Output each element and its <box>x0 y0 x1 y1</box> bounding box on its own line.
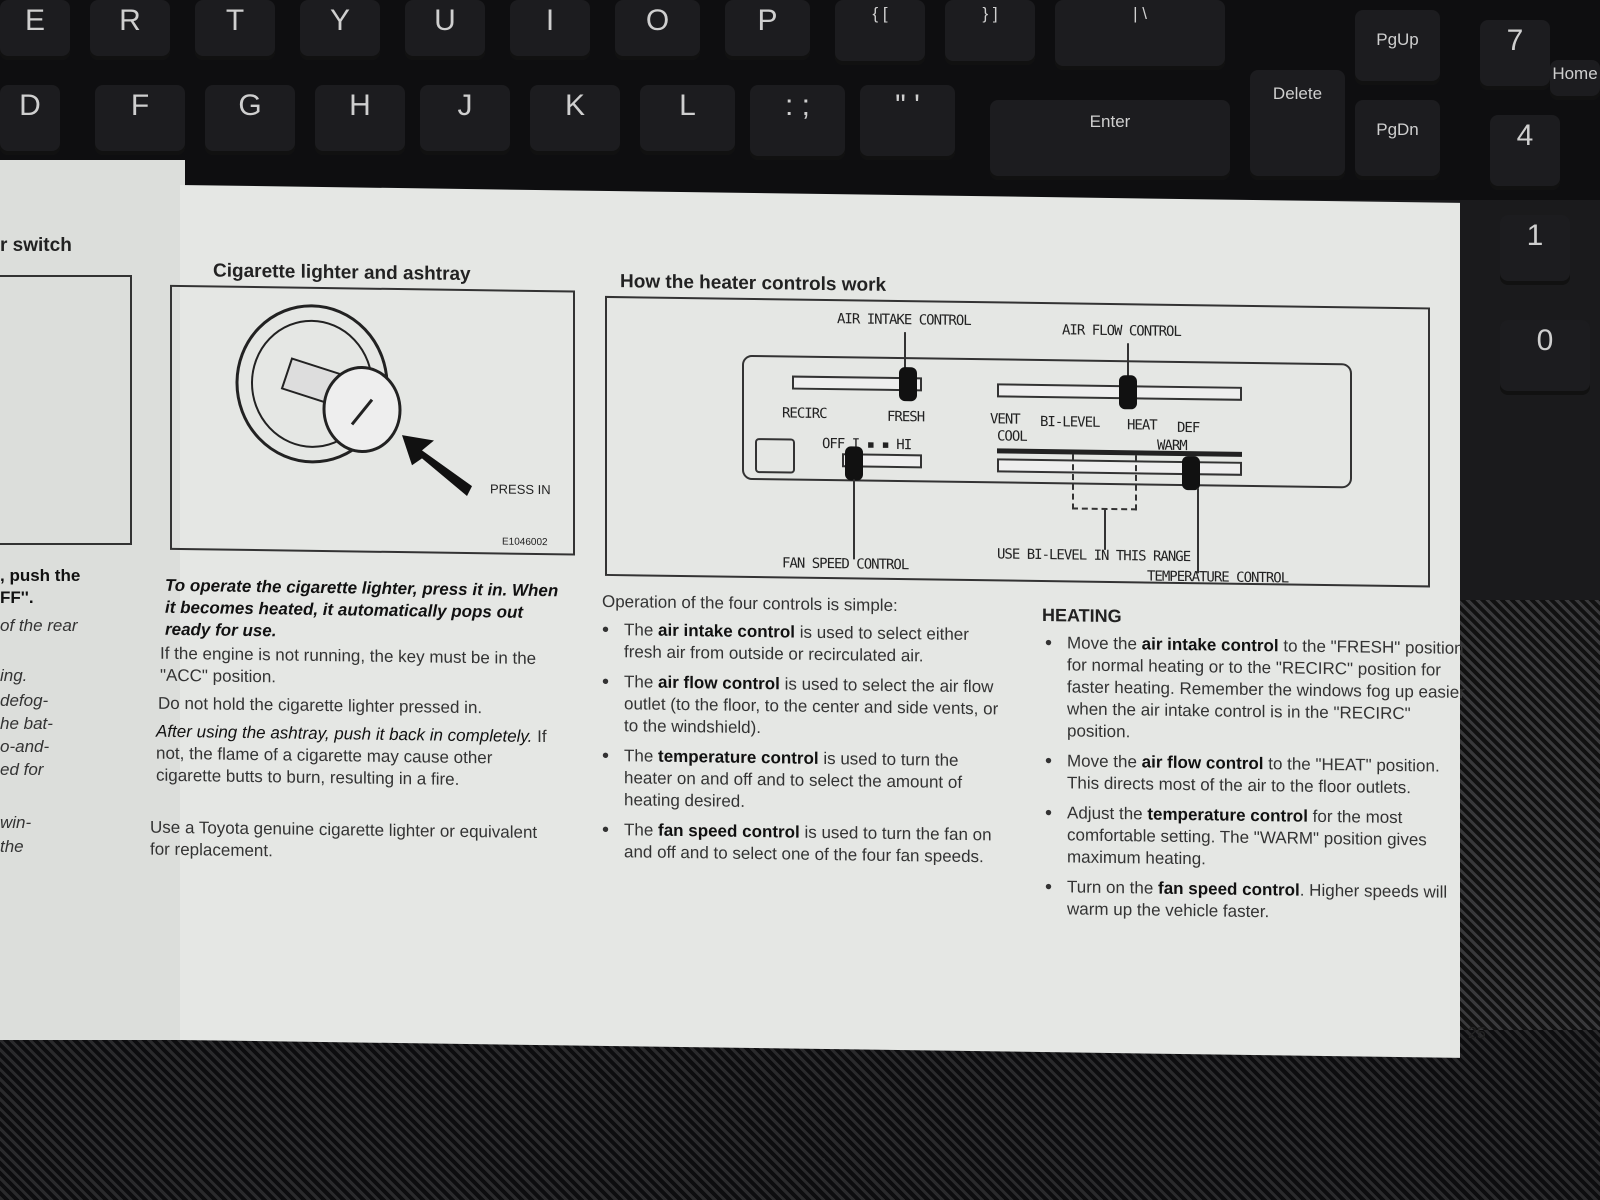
air-intake-slider[interactable] <box>899 367 917 402</box>
key-pgdn[interactable]: PgDn <box>1355 100 1440 180</box>
left-page-title: r switch <box>0 235 72 256</box>
key-o[interactable]: O <box>615 0 700 60</box>
left-text-7: ed for <box>0 760 44 779</box>
heater-bullet: The fan speed control is used to turn th… <box>602 819 1007 869</box>
lighter-p3: After using the ashtray, push it back in… <box>156 721 556 793</box>
def-label: DEF <box>1177 419 1200 437</box>
key-t[interactable]: T <box>195 0 275 60</box>
key-delete[interactable]: Delete <box>1250 70 1345 180</box>
key-numpad-7[interactable]: 7 <box>1480 20 1550 90</box>
lighter-p4: Use a Toyota genuine cigarette lighter o… <box>150 817 538 861</box>
lighter-instruction: To operate the cigarette lighter, press … <box>165 575 559 641</box>
fan-speed-scale: OFF I ▪ ▪ HI <box>822 435 912 454</box>
lighter-p3-italic: After using the ashtray, push it back in… <box>156 721 533 746</box>
left-text-4: defog- <box>0 691 49 710</box>
cigarette-lighter-illustration <box>235 304 472 497</box>
left-text-6: o-and- <box>0 737 50 756</box>
heater-intro: Operation of the four controls is simple… <box>602 591 898 616</box>
key-g[interactable]: G <box>205 85 295 155</box>
lighter-title: Cigarette lighter and ashtray <box>213 260 471 286</box>
air-intake-label: AIR INTAKE CONTROL <box>837 311 971 330</box>
lighter-p1: If the engine is not running, the key mu… <box>160 643 537 687</box>
key-backslash[interactable]: | \ <box>1055 0 1225 70</box>
heater-bullets: The air intake control is used to select… <box>602 619 1007 877</box>
heater-title: How the heater controls work <box>620 271 887 296</box>
heater-diagram: AIR INTAKE CONTROL AIR FLOW CONTROL RECI… <box>605 295 1430 588</box>
left-figure <box>0 275 132 545</box>
key-l[interactable]: L <box>640 85 735 155</box>
key-numpad-4[interactable]: 4 <box>1490 115 1560 190</box>
keyboard: E R T Y U I O P { [ } ] | \ D F G H J K … <box>0 0 1600 200</box>
cool-label: COOL <box>997 428 1027 445</box>
heat-label: HEAT <box>1127 417 1157 434</box>
key-bracket-left[interactable]: { [ <box>835 0 925 65</box>
heater-bullet: The temperature control is used to turn … <box>602 745 1007 817</box>
heating-bullet: Move the air flow control to the "HEAT" … <box>1045 750 1465 800</box>
use-bilevel-label: USE BI-LEVEL IN THIS RANGE <box>997 546 1191 566</box>
heating-bullet: Turn on the fan speed control. Higher sp… <box>1045 876 1465 926</box>
lighter-figure: PRESS IN E1046002 <box>170 284 575 556</box>
mesh-surface-bottom <box>0 1030 1600 1200</box>
key-y[interactable]: Y <box>300 0 380 60</box>
left-page: r switch , push the FF''. of the rear in… <box>0 160 185 1040</box>
fresh-label: FRESH <box>887 408 925 426</box>
heating-title: HEATING <box>1042 605 1122 627</box>
left-text-3: ing. <box>0 666 28 685</box>
key-home[interactable]: Home <box>1550 60 1600 100</box>
key-u[interactable]: U <box>405 0 485 60</box>
air-flow-slider[interactable] <box>1119 375 1137 410</box>
key-numpad-1[interactable]: 1 <box>1500 215 1570 285</box>
fan-speed-slider[interactable] <box>845 446 863 481</box>
figure-code: E1046002 <box>502 536 548 549</box>
key-f[interactable]: F <box>95 85 185 155</box>
heater-bullet: The air flow control is used to select t… <box>602 671 1007 743</box>
temperature-label: TEMPERATURE CONTROL <box>1147 568 1289 587</box>
temperature-slider[interactable] <box>1182 455 1200 491</box>
key-h[interactable]: H <box>315 85 405 155</box>
lighter-p2: Do not hold the cigarette lighter presse… <box>158 693 483 718</box>
arrow-icon <box>402 435 472 497</box>
key-quote[interactable]: " ' <box>860 85 955 160</box>
key-semicolon[interactable]: : ; <box>750 85 845 160</box>
air-flow-label: AIR FLOW CONTROL <box>1062 322 1181 340</box>
left-text-8: win- <box>0 813 32 832</box>
vent-label: VENT <box>990 411 1020 428</box>
key-i[interactable]: I <box>510 0 590 60</box>
key-d[interactable]: D <box>0 85 60 155</box>
left-text-1: FF''. <box>0 588 34 607</box>
left-text-9: the <box>0 837 24 856</box>
recirc-label: RECIRC <box>782 405 827 423</box>
key-k[interactable]: K <box>530 85 620 155</box>
key-enter[interactable]: Enter <box>990 100 1230 180</box>
fan-speed-label: FAN SPEED CONTROL <box>782 555 909 574</box>
key-bracket-right[interactable]: } ] <box>945 0 1035 65</box>
mesh-surface <box>1440 600 1600 1030</box>
key-e[interactable]: E <box>0 0 70 60</box>
page-number: 25 <box>1468 1024 1486 1043</box>
heater-bullet: The air intake control is used to select… <box>602 619 1007 669</box>
heating-bullet: Adjust the temperature control for the m… <box>1045 802 1465 874</box>
key-numpad-0[interactable]: 0 <box>1500 320 1590 395</box>
key-p[interactable]: P <box>725 0 810 60</box>
manual-page: Cigarette lighter and ashtray PRESS IN E… <box>150 185 1486 1058</box>
panel-blank <box>755 438 795 474</box>
heating-bullet: Move the air intake control to the "FRES… <box>1045 632 1465 748</box>
heating-bullets: Move the air intake control to the "FRES… <box>1045 632 1465 934</box>
bilevel-label: BI-LEVEL <box>1040 414 1100 431</box>
left-text-5: he bat- <box>0 714 53 733</box>
key-r[interactable]: R <box>90 0 170 60</box>
left-text-0: , push the <box>0 566 81 585</box>
key-j[interactable]: J <box>420 85 510 155</box>
key-pgup[interactable]: PgUp <box>1355 10 1440 85</box>
press-in-label: PRESS IN <box>490 481 551 498</box>
left-text-2: of the rear <box>0 616 78 635</box>
